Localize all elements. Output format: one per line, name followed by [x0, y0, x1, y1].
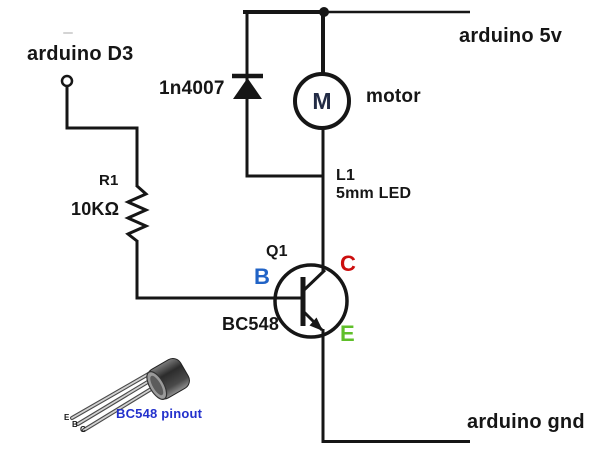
label-pinout-caption: BC548 pinout — [116, 406, 203, 421]
wire-d3-to-resistor — [65, 86, 139, 187]
to92-face-inner — [150, 375, 164, 396]
label-motor: motor — [366, 86, 421, 107]
label-pinout-c: C — [80, 425, 86, 434]
motor-circle — [293, 72, 351, 130]
wires — [65, 10, 470, 443]
label-transistor-ref: Q1 — [266, 243, 288, 260]
label-base-pin: B — [254, 264, 271, 289]
label-arduino-gnd: arduino gnd — [467, 411, 585, 433]
motor-letter: M — [312, 88, 331, 114]
junction-dot — [319, 7, 329, 17]
scan-artifact — [63, 32, 73, 34]
label-led-desc: 5mm LED — [336, 185, 412, 202]
label-led-ref: L1 — [336, 167, 356, 184]
transistor-collector-line — [301, 268, 327, 293]
diode-triangle — [233, 78, 262, 99]
lead-b-core — [77, 376, 157, 425]
transistor-symbol — [273, 263, 349, 339]
lead-c-core — [83, 382, 162, 431]
label-resistor-value: 10KΩ — [71, 199, 120, 219]
lead-e-core — [71, 371, 153, 419]
resistor-zigzag — [124, 184, 150, 243]
diode-symbol — [232, 73, 263, 99]
label-emitter-pin: E — [340, 321, 355, 346]
to92-package — [146, 358, 190, 400]
d3-terminal-circle — [60, 74, 74, 88]
label-pinout-e: E — [64, 413, 70, 422]
to92-pinout-graphic — [70, 358, 190, 432]
to92-leads — [70, 370, 163, 432]
label-resistor-ref: R1 — [99, 172, 119, 189]
label-collector-pin: C — [340, 251, 357, 276]
transistor-emitter-arrow — [309, 317, 323, 331]
label-arduino-5v: arduino 5v — [459, 25, 563, 47]
label-pinout-b: B — [72, 420, 78, 429]
transistor-circle — [273, 263, 349, 339]
label-transistor-part: BC548 — [222, 314, 280, 334]
label-diode-part: 1n4007 — [159, 78, 225, 99]
label-arduino-d3: arduino D3 — [27, 43, 134, 65]
